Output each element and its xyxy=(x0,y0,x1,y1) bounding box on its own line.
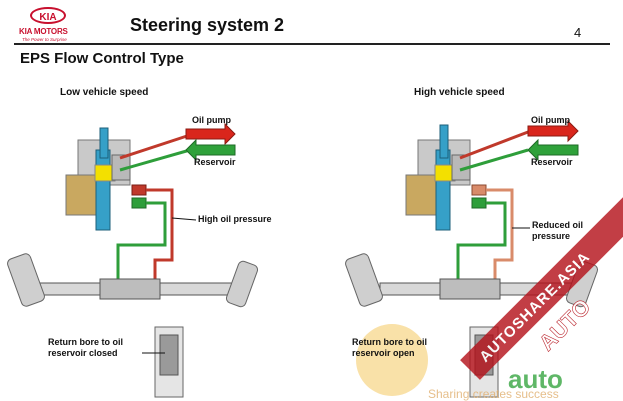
high-oil-pump-label: Oil pump xyxy=(531,115,570,125)
slide-subtitle: EPS Flow Control Type xyxy=(20,50,184,67)
pump-motor-high xyxy=(405,174,437,216)
wheel-left-low xyxy=(7,253,45,307)
pump-motor-low xyxy=(65,174,97,216)
header-divider xyxy=(14,43,610,45)
low-speed-heading: Low vehicle speed xyxy=(60,87,149,98)
reservoir-arrow-low xyxy=(185,138,236,162)
watermark-circle xyxy=(356,324,428,396)
return-bore-closed-label: Return bore to oil reservoir closed xyxy=(48,337,123,358)
wheel-right-low xyxy=(225,260,259,308)
high-oil-pressure-label: High oil pressure xyxy=(198,214,272,224)
low-speed-diagram xyxy=(7,122,259,398)
pump-piston-high xyxy=(435,149,451,231)
slide-title: Steering system 2 xyxy=(130,15,285,35)
high-reservoir-label: Reservoir xyxy=(531,157,573,167)
watermark-text4: Sharing creates success xyxy=(428,387,559,401)
kia-logo: KIA xyxy=(30,7,66,24)
oil-pump-arrow-low xyxy=(185,122,236,146)
low-oil-pump-label: Oil pump xyxy=(192,115,231,125)
watermark-text3: auto xyxy=(508,364,563,394)
high-speed-heading: High vehicle speed xyxy=(414,87,505,98)
oil-pump-arrow-high xyxy=(527,119,579,143)
pump-piston-low xyxy=(95,149,111,231)
brand-tagline: The Power to Surprise xyxy=(22,37,67,42)
return-bore-open-label: Return bore to oil reservoir open xyxy=(352,337,427,358)
page-number: 4 xyxy=(574,25,582,40)
reservoir-arrow-high xyxy=(527,138,579,162)
watermark-ribbon xyxy=(460,183,623,380)
low-reservoir-label: Reservoir xyxy=(194,157,236,167)
reduced-oil-pressure-label: Reduced oil pressure xyxy=(532,220,584,241)
brand-name: KIA MOTORS xyxy=(19,27,68,36)
wheel-left-high xyxy=(345,253,383,307)
